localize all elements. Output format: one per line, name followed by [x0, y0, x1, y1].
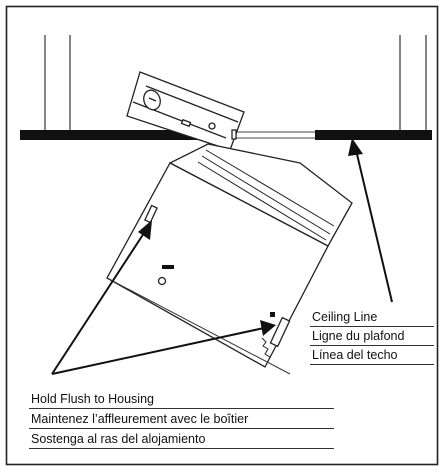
hold-flush-rule-3	[29, 448, 334, 449]
surface-line	[106, 277, 291, 375]
hold-flush-label-fr: Maintenez l’affleurement avec le boîtier	[31, 412, 249, 426]
figure-frame	[5, 5, 439, 466]
ceiling-label-rule-3	[310, 364, 434, 365]
hold-flush-label-es: Sostenga al ras del alojamiento	[31, 432, 206, 446]
ceiling-label-rule-1	[310, 326, 434, 327]
ceiling-label-rule-2	[310, 345, 434, 346]
hold-flush-rule-1	[29, 408, 334, 409]
light-housing	[106, 143, 353, 368]
ceiling-joists	[44, 35, 427, 130]
mounting-bracket	[126, 71, 245, 151]
ceiling-line-label-es: Línea del techo	[312, 348, 398, 362]
ceiling-line-label-en: Ceiling Line	[312, 310, 378, 324]
hold-flush-label-en: Hold Flush to Housing	[31, 392, 154, 406]
pointer-arrows	[51, 138, 393, 375]
hold-flush-rule-2	[29, 428, 334, 429]
ceiling-line-label-fr: Ligne du plafond	[312, 329, 405, 343]
